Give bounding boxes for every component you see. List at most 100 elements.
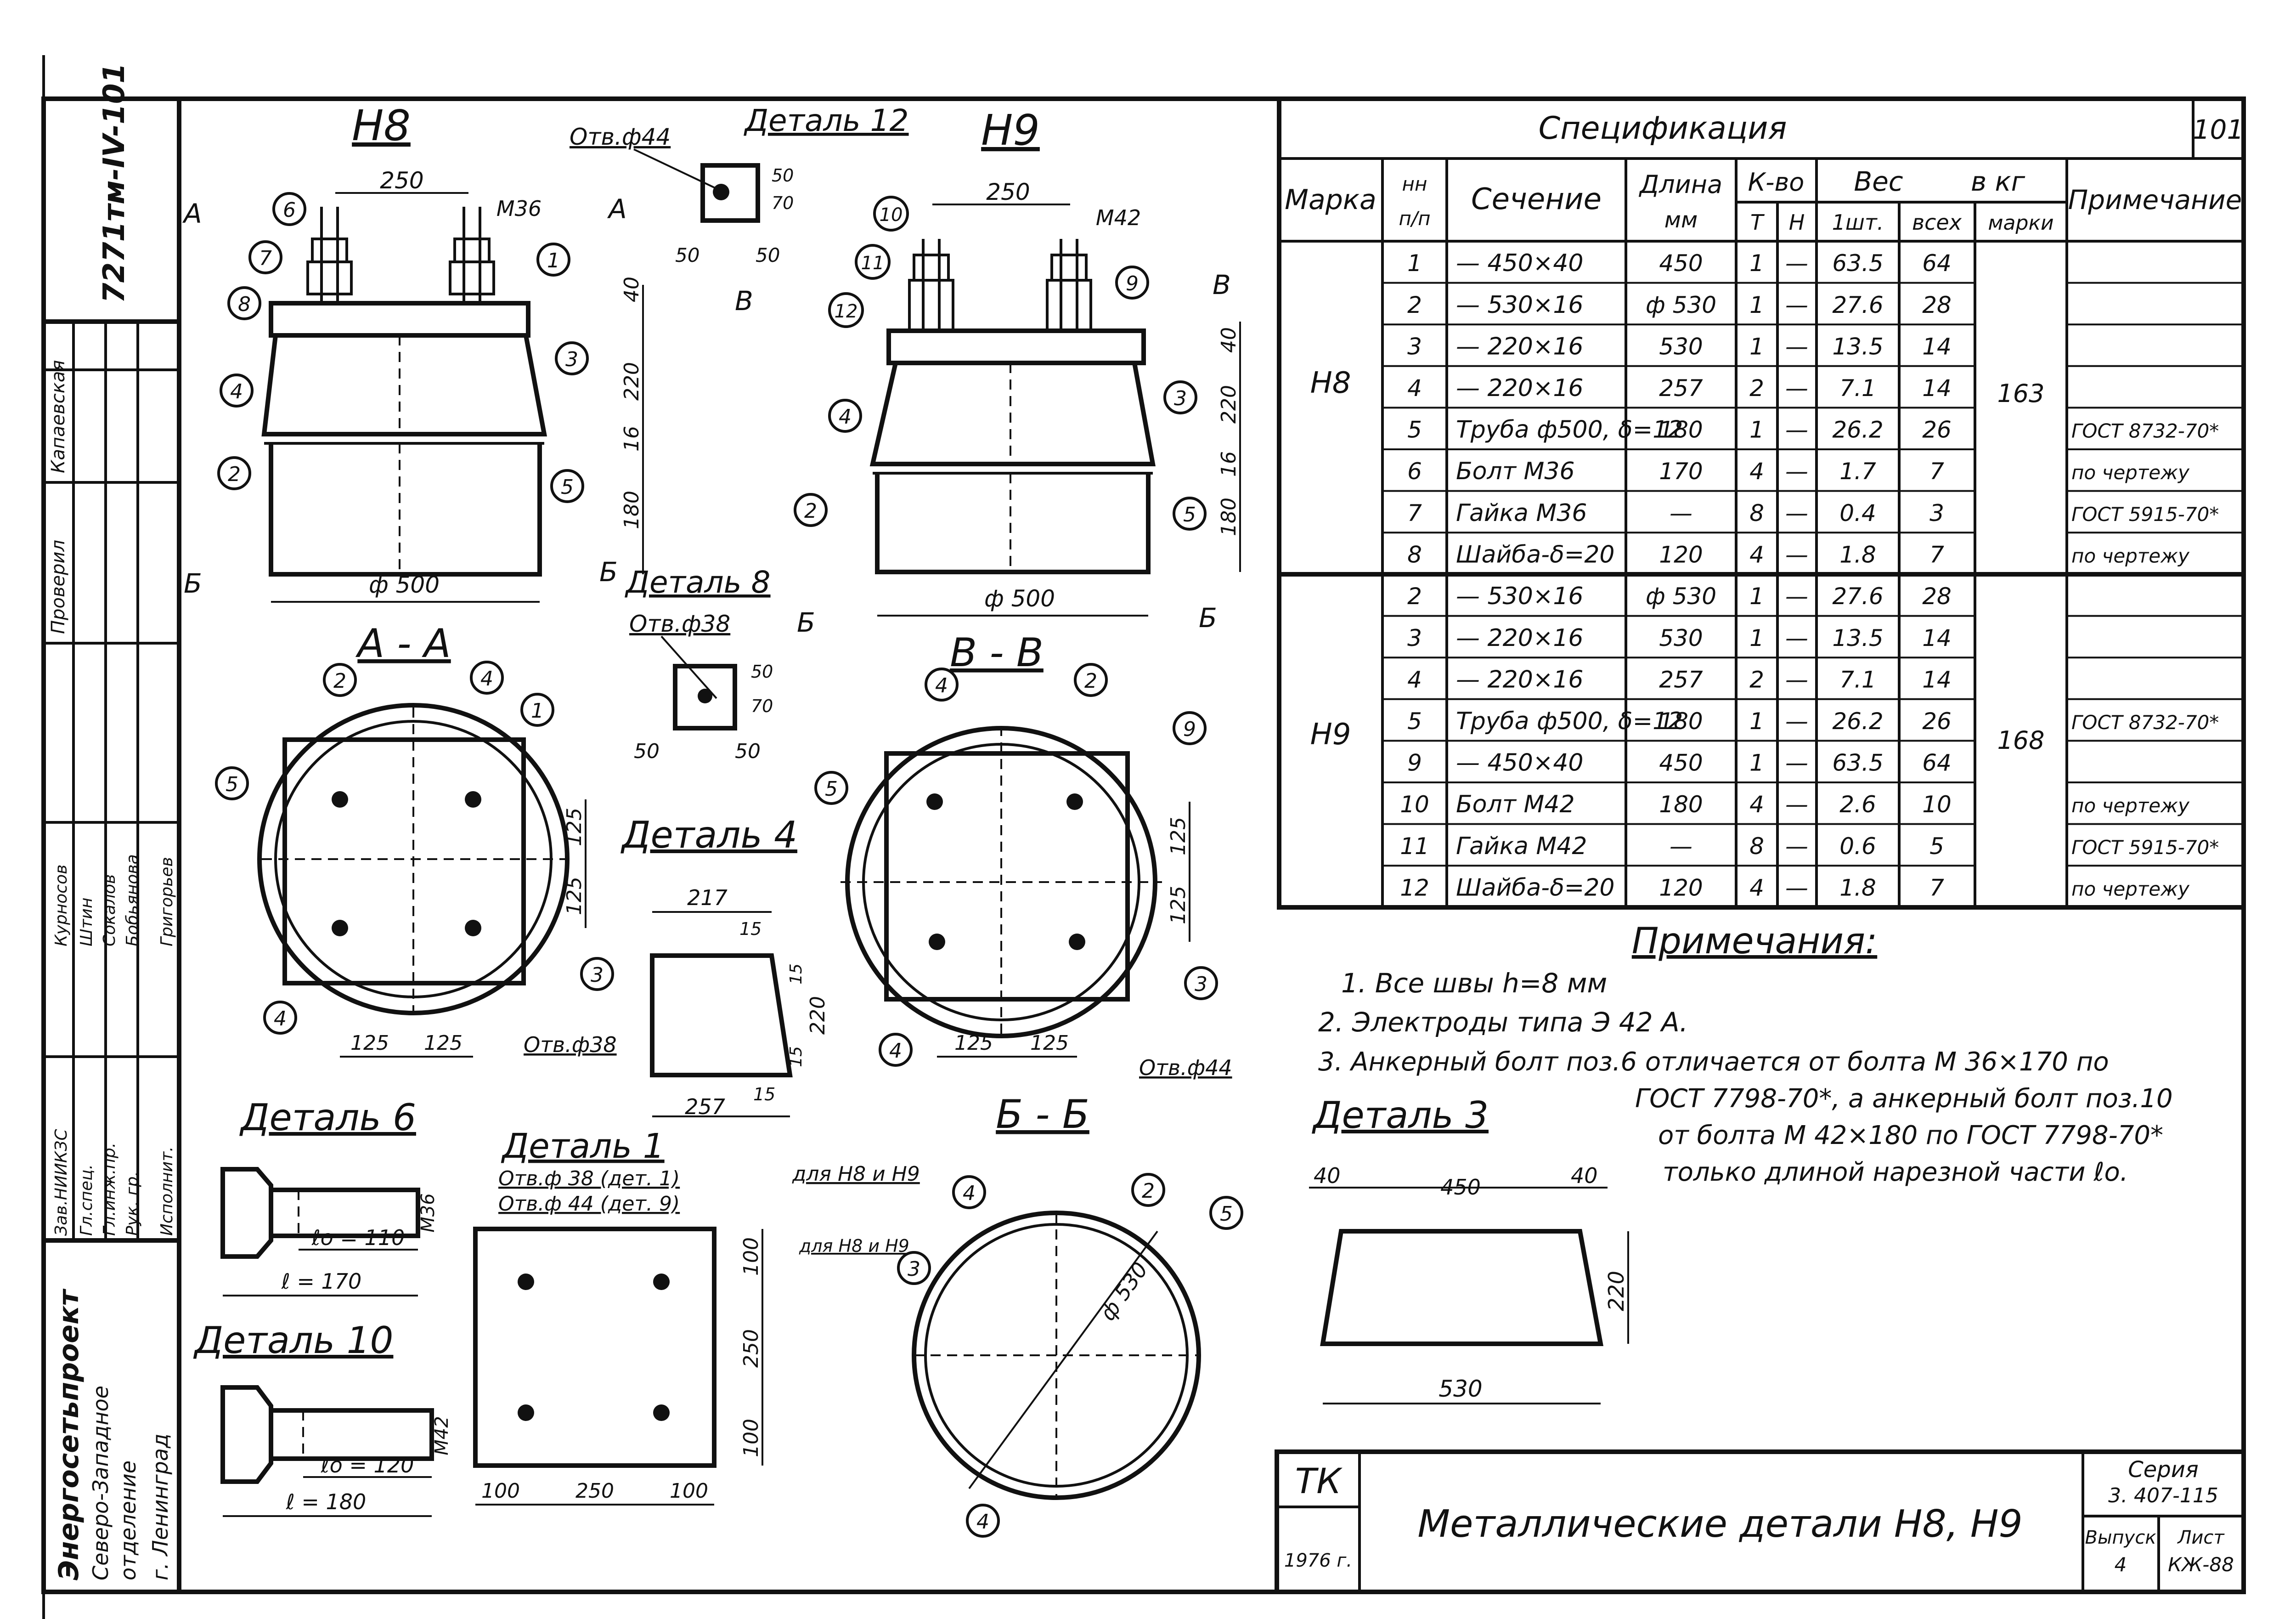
dim-250: 250 xyxy=(380,167,423,194)
dim-70: 70 xyxy=(751,696,773,716)
cut-a: А xyxy=(182,198,202,229)
dim-257: 257 xyxy=(685,1094,725,1119)
spec-cell: 14 xyxy=(1922,375,1952,402)
spec-cell: 7 xyxy=(1407,500,1422,526)
spec-cell: по чертежу xyxy=(2071,461,2190,484)
spec-cell: 1 xyxy=(1749,333,1764,360)
spec-cell: — xyxy=(1670,500,1692,526)
section-a-title: А - А xyxy=(355,621,451,667)
spec-cell: 8 xyxy=(1749,500,1764,526)
view-title-h8: Н8 xyxy=(352,101,411,150)
section-a-a: А - А 125 125 125 125 Отв.ф38 2 4 1 5 3 … xyxy=(215,621,617,1058)
section-v-v: В - В 125 125 125 125 Отв.ф44 4 2 9 5 3 … xyxy=(814,630,1232,1080)
spec-cell: Шайба-δ=20 xyxy=(1456,541,1615,568)
pos-marker: 3 xyxy=(1195,973,1207,996)
dim-100: 100 xyxy=(739,1419,763,1457)
spec-cell: — 220×16 xyxy=(1456,333,1584,360)
spec-cell: — 450×40 xyxy=(1456,749,1584,777)
spec-cell: 450 xyxy=(1659,250,1703,277)
spec-cell: — 220×16 xyxy=(1456,374,1584,402)
issue-value: 4 xyxy=(2115,1553,2127,1576)
stamp-name: Штин xyxy=(77,898,96,946)
spec-cell: 2 xyxy=(1407,583,1422,610)
dim-220: 220 xyxy=(1217,385,1241,424)
spec-cell: 5 xyxy=(1929,833,1944,860)
pos-marker: 5 xyxy=(825,777,838,801)
spec-cell: — 530×16 xyxy=(1456,291,1584,319)
detail-6-title: Деталь 6 xyxy=(239,1096,416,1139)
dim-250: 250 xyxy=(739,1329,763,1368)
group-total-h8: 163 xyxy=(1997,379,2044,408)
sheet-frame xyxy=(41,55,2246,1619)
pos-marker: 4 xyxy=(480,667,493,691)
spec-cell: Труба ф500, δ=12 xyxy=(1456,708,1683,735)
spec-cell: Гайка М42 xyxy=(1456,832,1587,860)
spec-cell: 4 xyxy=(1749,541,1764,568)
dim-phi530: ф 530 xyxy=(1095,1257,1153,1325)
dim-15: 15 xyxy=(787,1046,806,1067)
dim-40: 40 xyxy=(1571,1163,1598,1188)
spec-cell: 5 xyxy=(1407,417,1422,443)
spec-cell: — xyxy=(1785,791,1808,818)
cut-b: Б xyxy=(797,607,815,638)
cut-b: Б xyxy=(184,568,202,599)
spec-cell: — xyxy=(1785,708,1808,735)
pos-marker: 4 xyxy=(274,1007,287,1030)
spec-cell: 7 xyxy=(1929,458,1944,485)
spec-cell: 180 xyxy=(1659,791,1703,818)
spec-cell: Гайка М36 xyxy=(1456,499,1587,527)
spec-cell: 10 xyxy=(1400,791,1429,818)
spec-cell: Шайба-δ=20 xyxy=(1456,874,1615,901)
pos-marker: 10 xyxy=(880,204,903,226)
org-city: г. Ленинград xyxy=(148,1433,173,1580)
label-for-both: для Н8 и Н9 xyxy=(799,1236,909,1256)
spec-cell: 9 xyxy=(1407,750,1422,776)
dim-250: 250 xyxy=(575,1479,614,1503)
spec-cell: 4 xyxy=(1749,874,1764,901)
spec-cell: 27.6 xyxy=(1832,292,1883,318)
spec-cell: 7 xyxy=(1929,874,1944,901)
dim-15: 15 xyxy=(753,1084,775,1104)
spec-cell: 14 xyxy=(1922,666,1952,693)
spec-cell: 26.2 xyxy=(1832,708,1883,735)
hole-44-label: Отв.ф44 xyxy=(570,124,671,150)
pos-marker: 4 xyxy=(963,1182,976,1205)
title-block: ТК 1976 г. Металлические детали Н8, Н9 С… xyxy=(1275,1449,2246,1594)
cut-v: В xyxy=(735,285,753,317)
dim-50: 50 xyxy=(756,244,780,266)
dim-220: 220 xyxy=(806,996,829,1035)
detail-3: Деталь 3 40 450 40 220 530 xyxy=(1309,1094,1629,1404)
spec-cell: 530 xyxy=(1659,333,1703,360)
dim-50: 50 xyxy=(751,662,773,682)
spec-cell: 530 xyxy=(1659,625,1703,651)
spec-title: Спецификация xyxy=(1539,110,1787,147)
pos-marker: 5 xyxy=(1220,1202,1233,1226)
detail-4: Деталь 4 217 15 15 220 15 15 257 xyxy=(621,814,829,1119)
notes-title: Примечания: xyxy=(1632,921,1877,962)
sheet-value: КЖ-88 xyxy=(2168,1553,2234,1576)
detail-10-title: Деталь 10 xyxy=(193,1319,394,1362)
dim-125: 125 xyxy=(1167,886,1190,924)
stamp-name: Григорьев xyxy=(158,857,176,946)
dim-50: 50 xyxy=(675,244,700,266)
col-header-vseh: всех xyxy=(1912,210,1962,235)
col-header-ves: Вес xyxy=(1854,166,1903,197)
spec-cell: — 220×16 xyxy=(1456,624,1584,652)
series-value: 3. 407-115 xyxy=(2108,1484,2218,1507)
spec-cell: 1 xyxy=(1749,708,1764,735)
view-title-h9: Н9 xyxy=(981,106,1040,155)
dim-450: 450 xyxy=(1440,1175,1481,1200)
spec-cell: 4 xyxy=(1749,791,1764,818)
pos-marker: 12 xyxy=(835,301,858,322)
stamp-role: Гл.спец. xyxy=(77,1164,96,1236)
notes: Примечания: 1. Все швы h=8 мм 2. Электро… xyxy=(1318,921,2173,1187)
spec-cell: 1 xyxy=(1749,417,1764,443)
spec-cell: — xyxy=(1785,750,1808,776)
dim-15: 15 xyxy=(787,963,806,985)
stamp-role: Зав.НИИКЗС xyxy=(52,1129,71,1236)
spec-cell: 450 xyxy=(1659,750,1703,776)
group-total-h9: 168 xyxy=(1997,726,2044,755)
dim-220: 220 xyxy=(1604,1271,1629,1311)
spec-cell: 26 xyxy=(1922,417,1952,443)
